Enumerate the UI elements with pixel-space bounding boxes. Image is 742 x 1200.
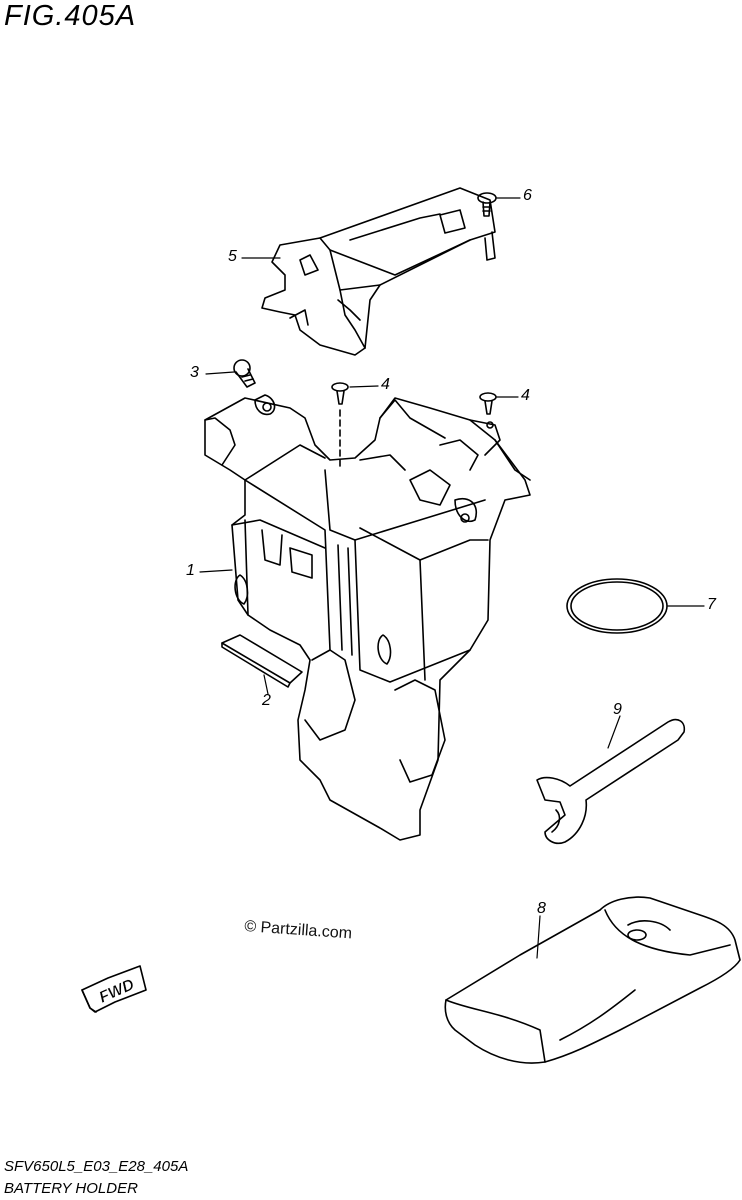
part-6-screw: [477, 192, 497, 217]
callout-5: 5: [228, 248, 237, 265]
part-3-bolt: [233, 359, 256, 388]
part-1-battery-holder: [204, 394, 531, 841]
callout-9: 9: [613, 701, 622, 718]
part-9-spanner: [536, 718, 686, 845]
callout-3: 3: [190, 364, 199, 381]
callout-6: 6: [523, 187, 532, 204]
fwd-arrow-icon: [81, 965, 147, 1013]
leader-lines: [199, 197, 705, 959]
part-5-bracket: [261, 187, 496, 356]
callout-8: 8: [537, 900, 546, 917]
callout-7: 7: [707, 596, 716, 613]
part-8-bag: [444, 896, 741, 1064]
figure-caption: BATTERY HOLDER: [4, 1180, 138, 1197]
callout-4a: 4: [381, 376, 390, 393]
part-4-screw-a: [331, 382, 349, 471]
part-7-rubber-band: [566, 578, 668, 634]
figure-code: SFV650L5_E03_E28_405A: [4, 1158, 189, 1175]
part-2-pad: [221, 634, 303, 688]
callout-1: 1: [186, 562, 195, 579]
callout-4b: 4: [521, 387, 530, 404]
callout-2: 2: [262, 692, 271, 709]
figure-title: FIG.405A: [4, 0, 137, 32]
part-4-screw-b: [479, 392, 497, 415]
